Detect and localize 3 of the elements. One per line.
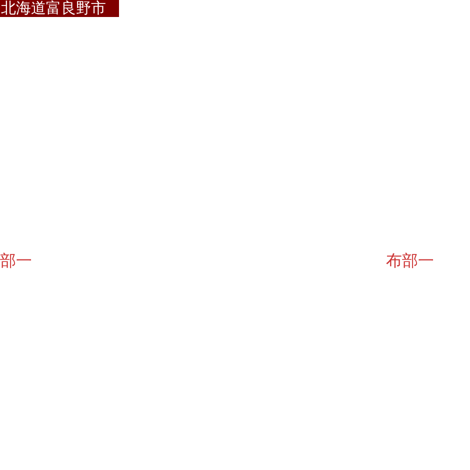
place-name: 布部一 bbox=[386, 251, 434, 271]
place-name: 部一 bbox=[0, 251, 32, 271]
title-banner: 北海道富良野市 bbox=[0, 0, 119, 17]
